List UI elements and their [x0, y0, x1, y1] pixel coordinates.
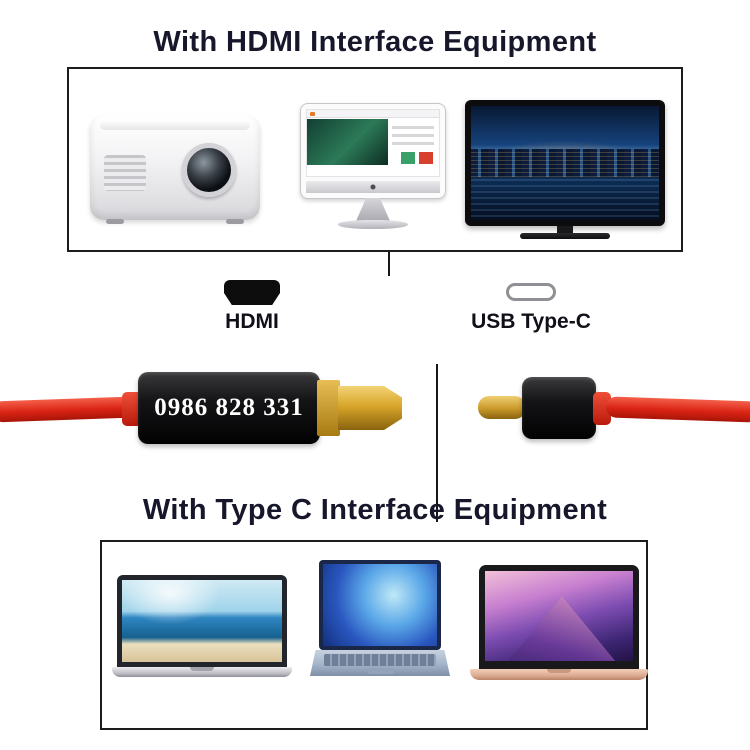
laptop-blue-wallpaper — [323, 564, 437, 646]
hdmi-section-title: With HDMI Interface Equipment — [153, 26, 597, 58]
hdmi-plug-tip — [338, 386, 402, 430]
connector-line-bottom — [436, 364, 438, 522]
usb-c-port-icon — [506, 283, 556, 301]
webpage-hero-image — [307, 119, 388, 165]
macbook-gold-image — [470, 565, 648, 685]
cable-strain-relief-left — [122, 392, 142, 426]
connector-line-top — [388, 252, 390, 276]
projector-image — [90, 115, 260, 224]
webpage-text-line — [391, 134, 434, 137]
hdmi-plug-base — [317, 380, 340, 436]
monitor-webpage — [306, 109, 440, 177]
tv-stand-neck — [557, 226, 573, 234]
tv-frame — [465, 100, 665, 226]
macbook-gold-screen — [479, 565, 639, 669]
hdmi-port-icon — [224, 280, 280, 305]
tv-water-reflection — [471, 178, 659, 220]
laptop-blue-touchpad — [368, 668, 394, 674]
printed-phone-number: 0986 828 331 — [154, 394, 304, 421]
monitor-base — [338, 220, 408, 229]
macbook-gold-wallpaper — [485, 571, 633, 661]
macbook-silver-notch — [190, 667, 214, 671]
webpage-text-line — [391, 142, 434, 145]
tv-screen-cityscape — [471, 106, 659, 220]
webpage-navbar — [307, 110, 439, 118]
projector-top-highlight — [100, 120, 250, 130]
macbook-gold-base — [470, 669, 648, 680]
projector-vent — [104, 155, 146, 191]
monitor-chin — [306, 181, 440, 193]
desktop-monitor-image — [300, 103, 446, 233]
webpage-logo — [310, 112, 315, 116]
projector-foot — [106, 219, 124, 224]
macbook-silver-wallpaper-beach — [122, 580, 282, 662]
macbook-gold-wallpaper-mountain — [508, 596, 616, 661]
webpage-thumbnail — [419, 152, 433, 164]
cable-red-right — [605, 396, 750, 423]
laptop-blue-screen — [319, 560, 441, 650]
laptop-blue-image — [310, 560, 450, 680]
projector-lens — [182, 143, 236, 197]
monitor-screen — [300, 103, 446, 199]
webpage-thumbnail — [401, 152, 415, 164]
usb-c-label: USB Type-C — [471, 310, 591, 333]
apple-logo-icon — [370, 184, 376, 190]
cable-strain-relief-right — [593, 392, 611, 425]
monitor-stand — [356, 198, 390, 221]
tv-stand-base — [520, 233, 610, 239]
usb-c-plug-tip — [478, 396, 526, 419]
tv-city-skyline — [471, 149, 659, 177]
macbook-gold-notch — [547, 669, 571, 673]
tv-image — [465, 100, 665, 244]
webpage-text-line — [391, 126, 434, 129]
projector-foot — [226, 219, 244, 224]
macbook-silver-image — [112, 575, 292, 680]
hdmi-label: HDMI — [225, 310, 279, 333]
macbook-silver-base — [112, 667, 292, 677]
macbook-silver-screen — [117, 575, 287, 667]
typec-section-title: With Type C Interface Equipment — [142, 494, 608, 526]
cable-red-left — [0, 396, 135, 423]
usb-c-connector-housing — [522, 377, 596, 439]
hdmi-connector-housing: 0986 828 331 — [138, 372, 320, 444]
laptop-blue-keyboard — [324, 654, 436, 666]
